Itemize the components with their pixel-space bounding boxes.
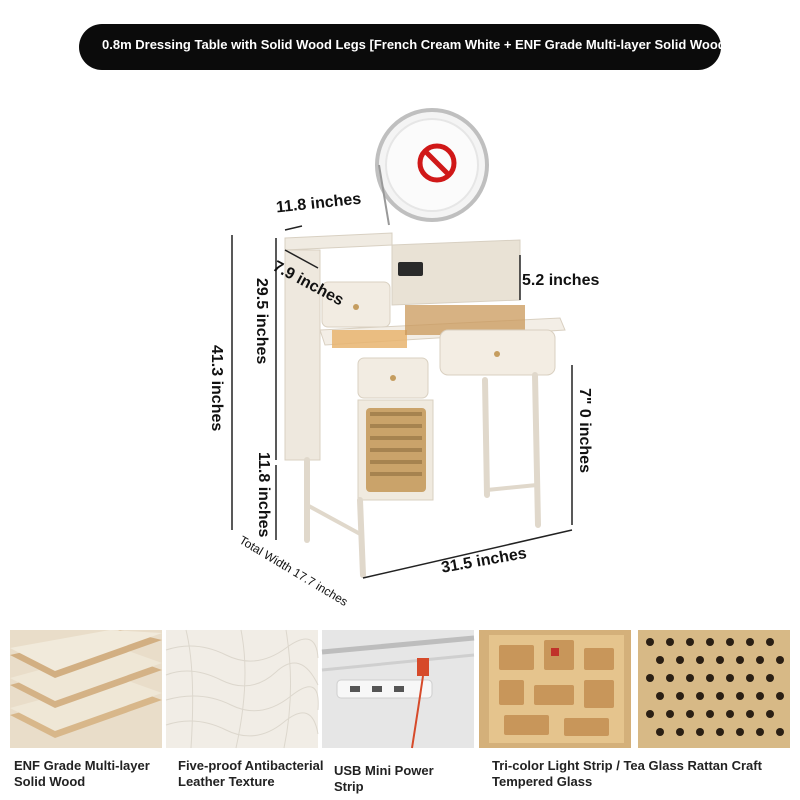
caption-line: Tempered Glass xyxy=(492,774,593,789)
dressing-table-illustration xyxy=(231,108,573,579)
caption-multilayer-wood: ENF Grade Multi-layer Solid Wood xyxy=(14,758,150,790)
caption-line: Tri-color Light Strip / Tea Glass Rattan… xyxy=(492,758,762,773)
thumb-multilayer-wood xyxy=(10,630,162,748)
caption-line: Five-proof Antibacterial xyxy=(178,758,324,773)
thumb-usb-strip xyxy=(321,630,475,749)
caption-line: Strip xyxy=(334,779,364,794)
round-mirror xyxy=(375,108,489,226)
thumb-rattan xyxy=(638,630,790,748)
no-sign-icon xyxy=(417,143,457,183)
product-title: 0.8m Dressing Table with Solid Wood Legs… xyxy=(102,37,726,52)
dim-shelf-height: 5.2 inches xyxy=(522,272,600,289)
caption-line: ENF Grade Multi-layer xyxy=(14,758,150,773)
dim-total-height: 41.3 inches xyxy=(208,345,225,432)
thumb-leather-texture xyxy=(165,629,319,749)
caption-line: USB Mini Power xyxy=(334,763,434,778)
dim-table-height: 7" 0 inches xyxy=(576,388,593,473)
dim-cabinet-height: 29.5 inches xyxy=(253,278,270,365)
caption-leather-texture: Five-proof Antibacterial Leather Texture xyxy=(178,758,323,790)
thumb-light-strip xyxy=(479,630,631,748)
title-banner: 0.8m Dressing Table with Solid Wood Legs… xyxy=(79,24,726,70)
dim-leg-height: 11.8 inches xyxy=(255,452,272,538)
caption-usb-strip: USB Mini Power Strip xyxy=(334,763,434,795)
caption-line: Solid Wood xyxy=(14,774,86,789)
caption-light-strip-rattan: Tri-color Light Strip / Tea Glass Rattan… xyxy=(492,758,762,790)
caption-line: Leather Texture xyxy=(178,774,275,789)
